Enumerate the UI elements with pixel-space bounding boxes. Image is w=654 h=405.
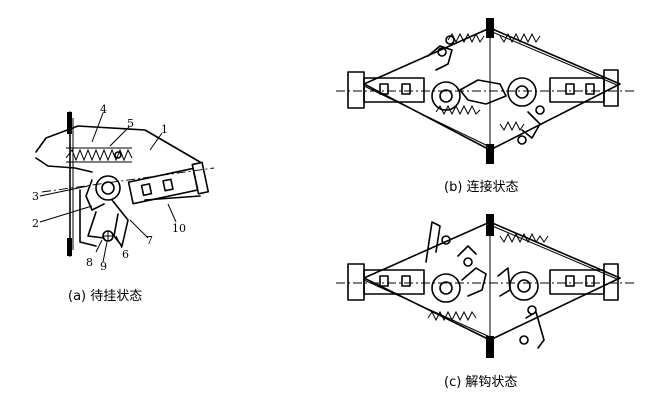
a-label-3: 3 [32, 190, 39, 203]
b-top-bar [486, 18, 494, 38]
b-spring-bottom [435, 104, 525, 132]
a-label-9: 9 [100, 260, 107, 273]
c-right-hook [497, 267, 511, 297]
a-hook-hub [101, 181, 115, 195]
c-mid-lever [457, 245, 477, 257]
a-label-10: 10 [172, 222, 186, 235]
c-right-cylinder [549, 263, 619, 301]
c-frame [363, 221, 621, 341]
a-caption: (a) 待挂状态 [68, 289, 142, 304]
c-right-wheel [509, 271, 539, 301]
b-right-cylinder [549, 69, 619, 107]
b-left-wheel [431, 81, 461, 111]
diagram-b-connected: (b) 连接状态 [336, 18, 634, 195]
c-top-bar [486, 214, 494, 236]
a-label-7: 7 [146, 234, 153, 247]
diagram-a-standby: 4 5 1 3 2 6 7 8 9 10 (a) 待挂状态 [32, 103, 215, 304]
a-housing-left [35, 157, 93, 173]
a-hook-wheel [95, 175, 121, 201]
c-spring-top [499, 232, 549, 244]
b-upper-lever [427, 45, 453, 71]
c-left-wheel [431, 273, 461, 303]
a-housing-bottom [79, 189, 97, 247]
b-left-cylinder [347, 71, 425, 109]
diagram-c-uncoupling: (c) 解钩状态 [336, 214, 634, 390]
c-upper-lever [425, 221, 441, 263]
a-spring-pin [114, 151, 122, 159]
a-cylinder [127, 161, 210, 205]
a-housing-upper [35, 125, 201, 163]
a-latch [87, 211, 105, 239]
c-lower-lever [525, 311, 545, 349]
a-hook-tip [85, 179, 105, 211]
c-left-hook [461, 267, 487, 297]
a-plate-top-block [67, 112, 72, 134]
a-label-1: 1 [161, 123, 168, 136]
a-label-4: 4 [100, 103, 107, 116]
a-label-2: 2 [32, 217, 39, 230]
a-plate-bottom-block [67, 238, 72, 256]
c-spring-bottom [427, 310, 477, 322]
b-lower-lever [521, 111, 541, 139]
b-caption: (b) 连接状态 [444, 179, 519, 195]
a-label-6: 6 [122, 248, 129, 261]
c-bottom-bar [486, 336, 494, 358]
b-frame [363, 27, 621, 151]
b-right-wheel [507, 77, 537, 107]
b-hook-link [459, 79, 507, 105]
a-lever [111, 199, 129, 247]
c-caption: (c) 解钩状态 [444, 375, 517, 390]
b-bottom-bar [486, 144, 494, 164]
c-left-cylinder [347, 263, 425, 301]
a-label-8: 8 [86, 256, 93, 269]
a-spring [65, 148, 133, 162]
a-label-5: 5 [127, 117, 134, 130]
